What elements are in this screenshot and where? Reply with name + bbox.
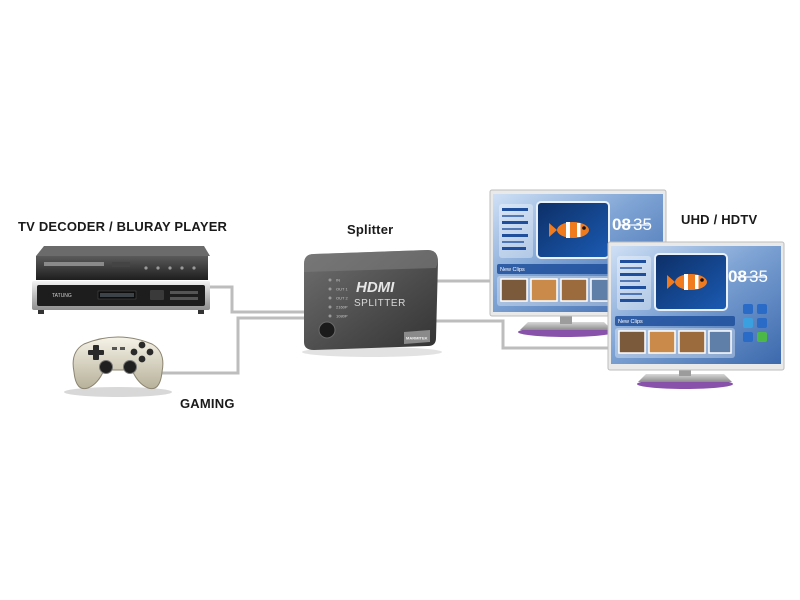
led-label-in: IN (336, 278, 340, 283)
splitter-label: Splitter (347, 222, 394, 237)
splitter-maker: MARMITEK (406, 336, 428, 341)
tv1-clips-title: New Clips (500, 267, 525, 273)
hdmi-splitter-icon (302, 250, 442, 357)
player-brand: TATUNG (52, 293, 72, 299)
led-label-out2: OUT 2 (336, 296, 348, 301)
gamepad-icon (64, 336, 172, 397)
splitter-model-name: SPLITTER (354, 298, 406, 309)
led-label-2160p: 2160P (336, 305, 348, 310)
tv1-clock-hour: 08 (612, 215, 631, 234)
tv1-clock-minute: 35 (633, 215, 652, 234)
tv2-clips-title: New Clips (618, 319, 643, 325)
led-label-out1: OUT 1 (336, 287, 348, 292)
cable-player-to-splitter (205, 285, 306, 314)
tv2-clock-minute: 35 (749, 267, 768, 286)
gaming-label: GAMING (180, 396, 235, 411)
tv-2-icon (607, 241, 785, 389)
cable-splitter-to-tv2 (436, 319, 612, 350)
cable-gamepad-to-splitter (160, 316, 306, 375)
splitter-hdmi-logo: HDMI (356, 279, 395, 296)
source-label: TV DECODER / BLURAY PLAYER (18, 219, 228, 234)
tv2-clock-hour: 08 (728, 267, 747, 286)
display-label: UHD / HDTV (681, 212, 758, 227)
bluray-player-icon (32, 246, 210, 314)
led-label-1080p: 1080P (336, 314, 348, 319)
